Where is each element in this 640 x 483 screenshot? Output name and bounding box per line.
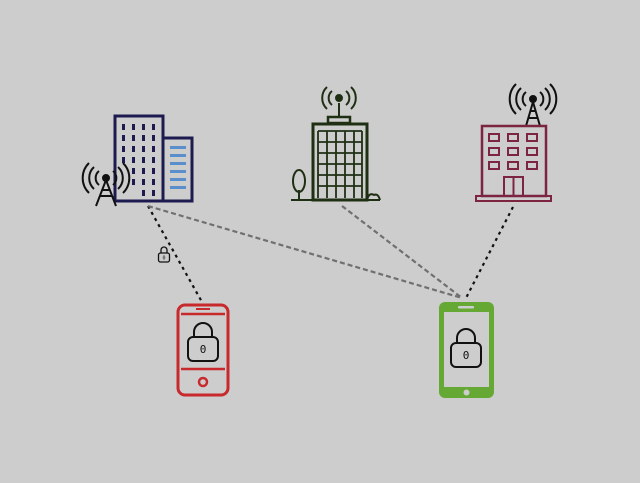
link-padlock-label: 0 — [162, 255, 165, 261]
office-building-with-antenna-icon — [291, 86, 381, 202]
link-center-building-to-right-phone — [341, 205, 463, 299]
link-padlock-icon: 0 — [157, 246, 171, 263]
office-building-with-cell-tower-icon — [81, 114, 194, 207]
link-left-building-to-left-phone — [147, 205, 203, 303]
left-smartphone-lock-icon: 0 — [176, 303, 230, 397]
links — [147, 204, 514, 303]
left-phone-lock-label: 0 — [200, 343, 207, 356]
cell-tower-icon — [81, 162, 131, 207]
link-right-building-to-right-phone — [465, 206, 514, 299]
hotel-building-with-antenna-icon — [475, 83, 558, 202]
right-smartphone-lock-icon: 0 — [439, 302, 494, 398]
link-left-building-to-right-phone — [147, 204, 463, 300]
right-phone-padlock-icon — [450, 328, 482, 368]
left-phone-padlock-icon — [187, 322, 219, 362]
right-phone-lock-label: 0 — [463, 349, 470, 362]
